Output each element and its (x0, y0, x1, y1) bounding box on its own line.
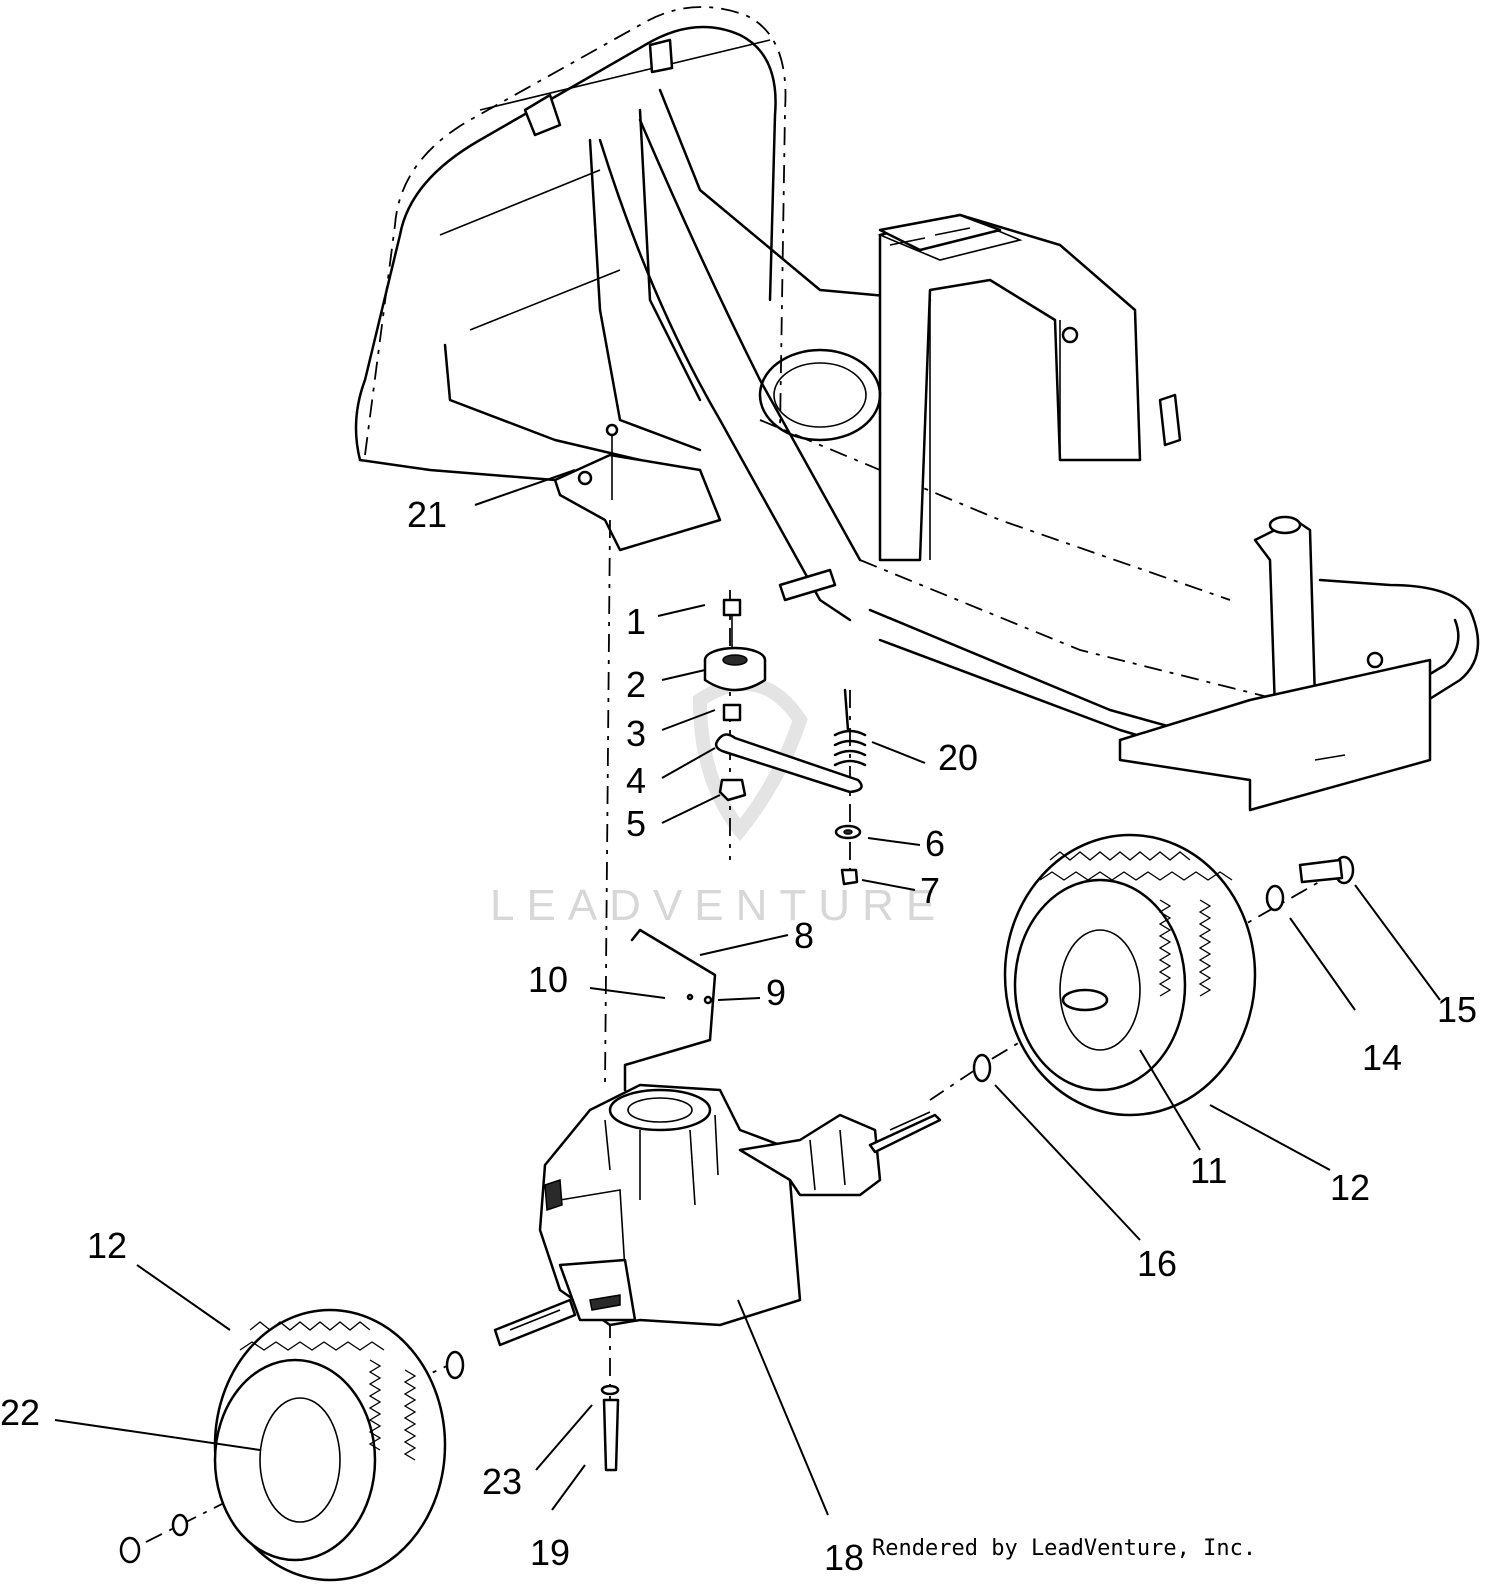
callout-leader-lines (54, 469, 1441, 1516)
callout-5: 5 (626, 803, 646, 844)
washer-16 (972, 1053, 992, 1083)
callout-22: 22 (0, 1392, 40, 1433)
callout-12-left: 12 (87, 1225, 127, 1266)
callout-1: 1 (626, 601, 646, 642)
callout-10: 10 (528, 959, 568, 1000)
chassis-frame (354, 6, 1480, 812)
idler-pulley-parts (703, 598, 867, 886)
callout-7: 7 (920, 870, 940, 911)
callout-9: 9 (766, 972, 786, 1013)
callout-20: 20 (938, 737, 978, 778)
watermark-text: LEADVENTURE (490, 881, 947, 930)
render-credit: Rendered by LeadVenture, Inc. (872, 1536, 1256, 1561)
callout-19: 19 (530, 1532, 570, 1573)
callout-21: 21 (407, 494, 447, 535)
callout-2: 2 (626, 664, 646, 705)
callout-11: 11 (1190, 1150, 1227, 1191)
leadventure-watermark: LEADVENTURE (490, 677, 947, 930)
transaxle-assembly (493, 1083, 942, 1347)
callout-15: 15 (1437, 989, 1477, 1030)
right-wheel (972, 833, 1355, 1117)
callout-8: 8 (794, 915, 814, 956)
left-wheel (119, 1308, 620, 1582)
callout-16: 16 (1137, 1243, 1177, 1284)
callout-6: 6 (925, 823, 945, 864)
callout-14: 14 (1362, 1037, 1402, 1078)
callout-18: 18 (824, 1537, 864, 1578)
callout-23: 23 (482, 1461, 522, 1502)
callout-3: 3 (626, 713, 646, 754)
callout-labels: 1 2 3 4 5 6 7 8 9 10 11 12 12 14 15 16 1… (0, 494, 1477, 1578)
callout-4: 4 (626, 760, 646, 801)
callout-12-right: 12 (1330, 1167, 1370, 1208)
bracket-parts (623, 928, 717, 1092)
